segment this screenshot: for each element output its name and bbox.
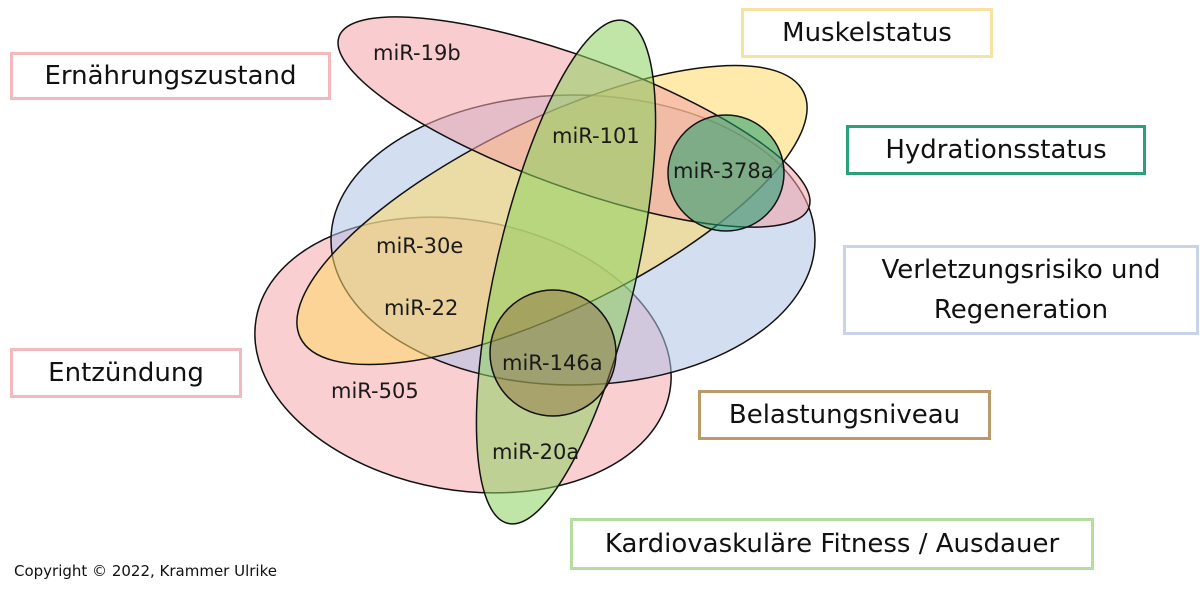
mir-146a-label: miR-146a [502,351,603,375]
category-hydration: Hydrationsstatus [846,125,1146,175]
category-belastung: Belastungsniveau [698,390,991,440]
copyright-notice: Copyright © 2022, Krammer Ulrike [14,562,277,580]
kardio-ellipse [475,19,657,525]
category-entzuendung-label: Entzündung [48,358,204,388]
mir-30e-label: miR-30e [376,234,463,258]
mir-505-label: miR-505 [331,379,419,403]
category-muskel: Muskelstatus [741,8,993,58]
category-verletzung: Verletzungsrisiko und Regeneration [843,245,1199,335]
hydration-circle [667,114,785,232]
category-hydration-label: Hydrationsstatus [885,135,1107,165]
belastung-circle [489,289,617,417]
category-kardio-label: Kardiovaskuläre Fitness / Ausdauer [604,529,1060,559]
mir-19b-label: miR-19b [373,41,461,65]
mir-22-label: miR-22 [384,296,458,320]
category-verletzung-label-line1: Verletzungsrisiko und [881,255,1161,285]
mir-20a-label: miR-20a [492,440,579,464]
mir-378a-label: miR-378a [673,159,774,183]
category-verletzung-label-line2: Regeneration [933,295,1109,325]
category-ernaehrung: Ernährungszustand [10,52,331,100]
mir-101-label: miR-101 [552,124,640,148]
category-ernaehrung-label: Ernährungszustand [44,61,297,91]
category-kardio: Kardiovaskuläre Fitness / Ausdauer [570,518,1094,570]
category-belastung-label: Belastungsniveau [728,400,961,430]
category-muskel-label: Muskelstatus [782,18,952,48]
category-entzuendung: Entzündung [10,348,242,398]
